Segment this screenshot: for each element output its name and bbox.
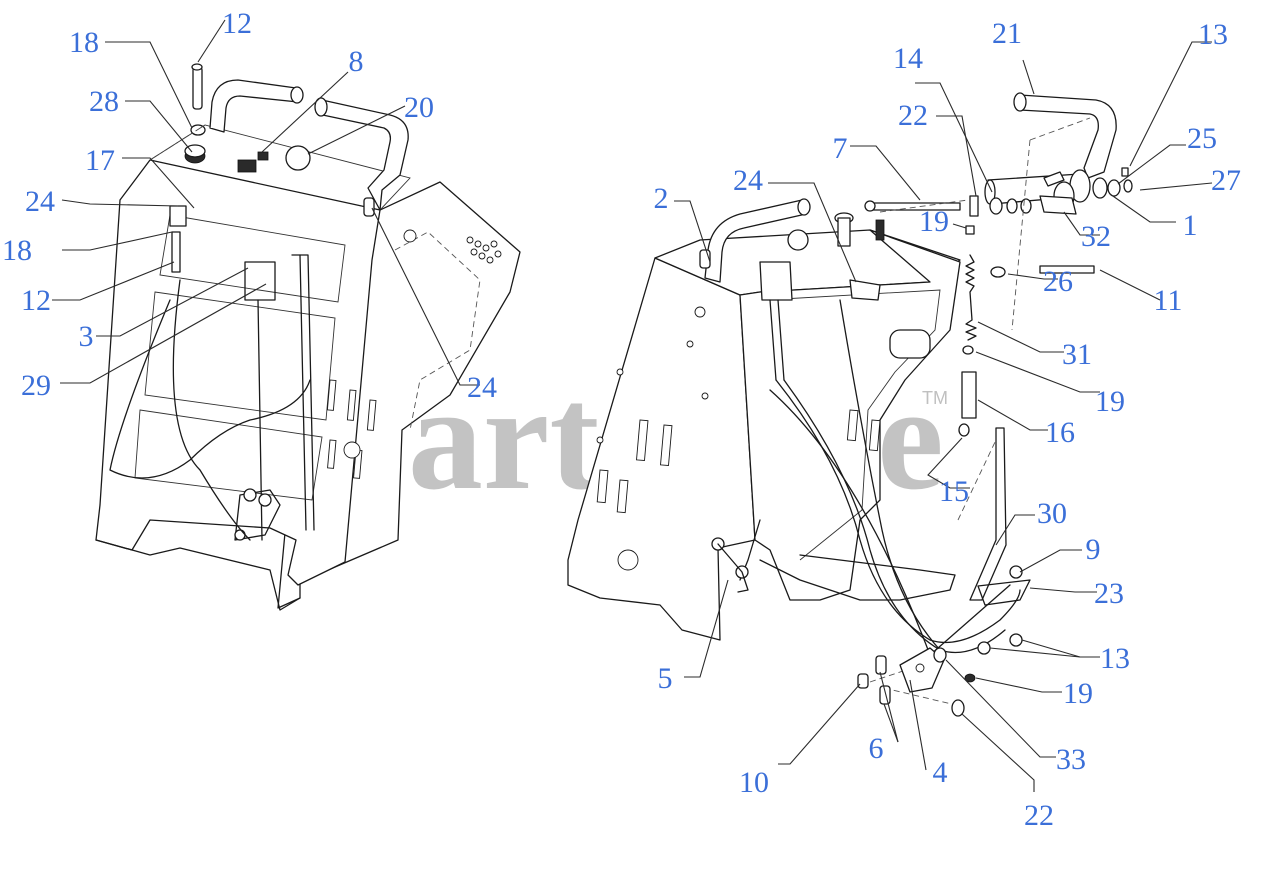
callout-1: 1 <box>1183 209 1198 242</box>
watermark-trademark: TM <box>922 388 948 408</box>
callout-24: 24 <box>467 371 497 404</box>
callout-10: 10 <box>739 766 769 799</box>
callout-5: 5 <box>658 662 673 695</box>
callout-6: 6 <box>869 732 884 765</box>
callout-24: 24 <box>25 185 55 218</box>
tube-16 <box>961 371 977 419</box>
callout-21: 21 <box>992 17 1022 50</box>
callout-14: 14 <box>893 42 923 75</box>
handle-bar-21 <box>1019 94 1117 179</box>
callout-22: 22 <box>898 99 928 132</box>
callout-11: 11 <box>1154 284 1183 317</box>
callout-15: 15 <box>939 475 969 508</box>
callout-3: 3 <box>79 320 94 353</box>
callout-19: 19 <box>919 205 949 238</box>
callout-12: 12 <box>21 284 51 317</box>
right-cable-main <box>775 379 1021 644</box>
callout-26: 26 <box>1043 265 1073 298</box>
pin-11 <box>1039 265 1095 274</box>
left-frame-opening-middle <box>144 291 336 421</box>
right-knob <box>787 229 809 251</box>
left-linkage <box>234 254 315 541</box>
left-frame-front <box>95 159 381 586</box>
callout-19: 19 <box>1095 385 1125 418</box>
callout-32: 32 <box>1081 220 1111 253</box>
callout-27: 27 <box>1211 164 1241 197</box>
left-fittings <box>169 63 375 273</box>
callout-18: 18 <box>69 26 99 59</box>
callout-20: 20 <box>404 91 434 124</box>
callout-29: 29 <box>21 369 51 402</box>
left-frame-opening-upper <box>159 214 346 303</box>
callout-2: 2 <box>654 182 669 215</box>
right-frame-slots <box>596 306 881 571</box>
callout-24: 24 <box>733 164 763 197</box>
callout-7: 7 <box>833 132 848 165</box>
right-handle-frame-assembly <box>567 92 1133 717</box>
leader-lines <box>52 19 1213 792</box>
handle-exploded-parts <box>864 92 1133 601</box>
callout-4: 4 <box>933 756 948 789</box>
callout-12: 12 <box>222 7 252 40</box>
left-side-slots <box>326 229 502 479</box>
left-handle-bar-front <box>317 99 409 211</box>
left-base-foot <box>95 539 301 611</box>
callout-31: 31 <box>1062 338 1092 371</box>
spring-31 <box>965 254 977 341</box>
callout-18: 18 <box>2 234 32 267</box>
left-handle-bar-rear <box>209 79 299 133</box>
callout-19: 19 <box>1063 677 1093 710</box>
callout-9: 9 <box>1086 533 1101 566</box>
left-handle-frame-assembly <box>95 63 521 611</box>
callout-28: 28 <box>89 85 119 118</box>
left-knob <box>285 145 311 171</box>
right-linkage-bracket <box>711 261 931 593</box>
callout-22: 22 <box>1024 799 1054 832</box>
bottom-linkage-parts <box>857 565 1031 717</box>
left-side-plate-hidden <box>394 231 481 431</box>
left-cable <box>109 299 311 479</box>
callout-8: 8 <box>349 45 364 78</box>
rod-30 <box>969 427 1007 601</box>
callout-17: 17 <box>85 144 115 177</box>
callout-16: 16 <box>1045 416 1075 449</box>
callout-30: 30 <box>1037 497 1067 530</box>
callout-13: 13 <box>1100 642 1130 675</box>
right-side-plate-inner <box>764 289 941 561</box>
callout-33: 33 <box>1056 743 1086 776</box>
callout-25: 25 <box>1187 122 1217 155</box>
right-base-rail <box>759 554 956 601</box>
left-frame-opening-lower <box>134 409 323 501</box>
callout-13: 13 <box>1198 18 1228 51</box>
callout-23: 23 <box>1094 577 1124 610</box>
